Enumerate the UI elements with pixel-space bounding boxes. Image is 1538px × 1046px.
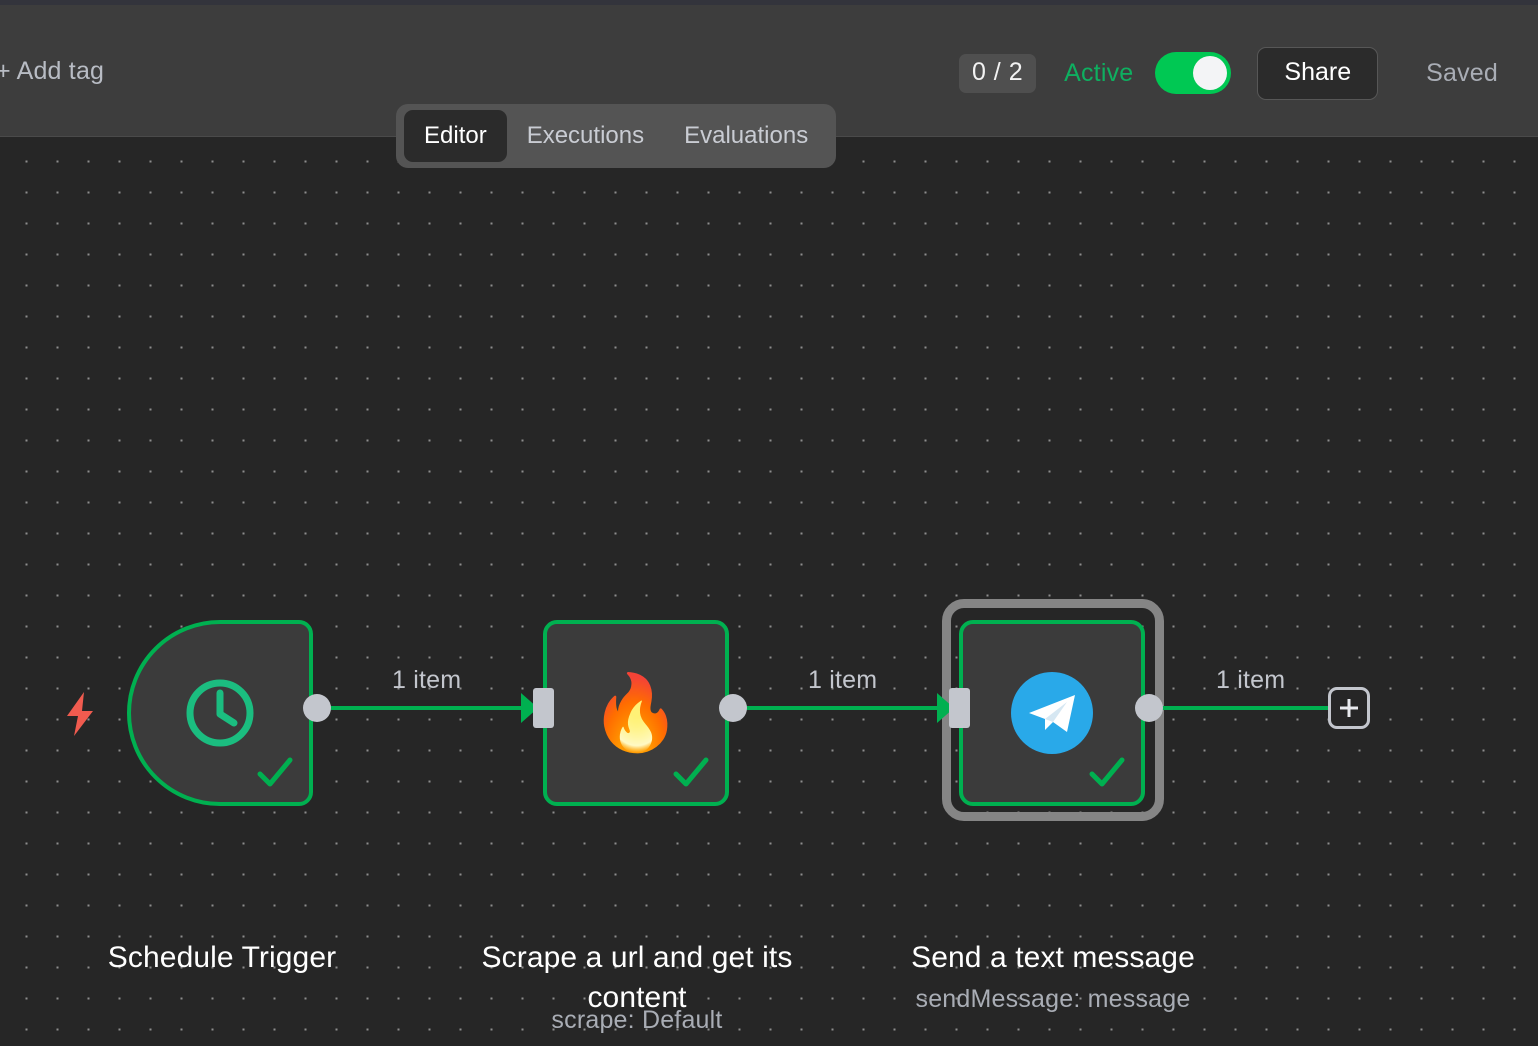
node-sublabel-firecrawl-scrape: scrape: Default: [551, 1006, 723, 1034]
node-success-check-icon: [1089, 757, 1125, 787]
flame-icon: 🔥: [589, 671, 683, 754]
active-status-label: Active: [1064, 58, 1134, 87]
input-endpoint-firecrawl-scrape[interactable]: [533, 688, 554, 728]
node-label-telegram-send: Send a text message: [911, 941, 1195, 974]
active-toggle[interactable]: [1155, 52, 1232, 94]
connection-label-2: 1 item: [808, 666, 878, 694]
node-label-schedule-trigger: Schedule Trigger: [107, 941, 337, 974]
clock-icon: [180, 673, 260, 753]
execution-count-badge: 0 / 2: [958, 53, 1037, 93]
connection-line-2[interactable]: [733, 706, 937, 710]
add-tag-button[interactable]: + Add tag: [0, 57, 105, 85]
saved-status-label: Saved: [1426, 58, 1498, 87]
toggle-knob: [1193, 56, 1228, 90]
output-endpoint-schedule-trigger[interactable]: [303, 694, 331, 722]
node-firecrawl-scrape[interactable]: 🔥: [543, 620, 729, 806]
add-node-button[interactable]: [1328, 687, 1370, 729]
tab-executions[interactable]: Executions: [526, 122, 645, 149]
connection-line-3[interactable]: [1149, 706, 1330, 710]
window-top-strip: [0, 0, 1538, 5]
tab-editor[interactable]: Editor: [404, 110, 507, 162]
tab-evaluations[interactable]: Evaluations: [684, 122, 809, 149]
output-endpoint-firecrawl-scrape[interactable]: [719, 694, 747, 722]
workflow-canvas[interactable]: Schedule Trigger 1 item 🔥 Scrape a url a…: [0, 138, 1538, 1046]
node-schedule-trigger[interactable]: [127, 620, 313, 806]
share-button[interactable]: Share: [1257, 46, 1379, 100]
lightning-bolt-icon: [62, 691, 98, 742]
input-endpoint-telegram-send[interactable]: [949, 688, 970, 728]
node-success-check-icon: [257, 757, 293, 787]
node-success-check-icon: [673, 757, 709, 787]
header-actions: 0 / 2 Active Share Saved: [958, 45, 1538, 101]
output-endpoint-telegram-send[interactable]: [1135, 694, 1163, 722]
telegram-icon: [1009, 670, 1095, 756]
node-sublabel-telegram-send: sendMessage: message: [915, 985, 1191, 1013]
connection-label-1: 1 item: [392, 666, 462, 694]
connection-line-1[interactable]: [317, 706, 535, 710]
node-label-firecrawl-scrape: Scrape a url and get its content: [481, 941, 793, 1014]
node-telegram-send[interactable]: [959, 620, 1145, 806]
connection-label-3: 1 item: [1216, 666, 1286, 694]
editor-tabbar: Editor Executions Evaluations: [396, 104, 837, 168]
